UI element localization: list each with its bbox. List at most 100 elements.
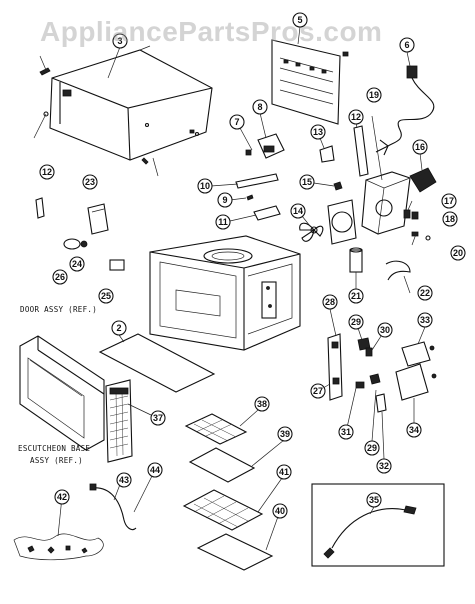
part-22 — [385, 260, 411, 281]
svg-text:13: 13 — [313, 127, 323, 137]
svg-text:17: 17 — [444, 196, 454, 206]
escutcheon-label-line1: ESCUTCHEON BASE — [18, 444, 91, 453]
power-cord — [375, 65, 435, 156]
door-assy-label: DOOR ASSY (REF.) — [20, 305, 98, 314]
callout-29-lower: 29 — [364, 440, 380, 456]
svg-text:37: 37 — [153, 413, 163, 423]
svg-text:35: 35 — [369, 495, 379, 505]
callout-32: 32 — [376, 458, 392, 474]
svg-text:19: 19 — [369, 90, 379, 100]
callout-8: 8 — [252, 99, 268, 115]
callout-6: 6 — [399, 37, 415, 53]
callout-3: 3 — [112, 33, 128, 49]
left-small-parts — [35, 197, 125, 271]
svg-text:27: 27 — [313, 386, 323, 396]
callout-19: 19 — [366, 87, 382, 103]
sheet-40 — [196, 533, 274, 571]
callout-42: 42 — [54, 489, 70, 505]
svg-text:11: 11 — [218, 217, 228, 227]
svg-text:39: 39 — [280, 429, 290, 439]
svg-text:20: 20 — [453, 248, 463, 258]
callout-35: 35 — [366, 492, 382, 508]
callout-17: 17 — [441, 193, 457, 209]
callout-25: 25 — [98, 288, 114, 304]
callout-12-left: 12 — [39, 164, 55, 180]
back-plate — [271, 39, 349, 125]
callout-11: 11 — [215, 214, 231, 230]
tray-2 — [98, 333, 216, 393]
callout-12-right: 12 — [348, 109, 364, 125]
callout-44: 44 — [147, 462, 163, 478]
svg-text:33: 33 — [420, 315, 430, 325]
switches-28-30 — [355, 337, 387, 413]
svg-text:18: 18 — [445, 214, 455, 224]
interlock-parts — [235, 173, 281, 221]
callout-10: 10 — [197, 178, 213, 194]
callout-22: 22 — [417, 285, 433, 301]
svg-text:26: 26 — [55, 272, 65, 282]
fan-housing — [327, 199, 357, 245]
svg-text:2: 2 — [116, 323, 121, 333]
svg-text:40: 40 — [275, 506, 285, 516]
svg-text:3: 3 — [117, 36, 122, 46]
callout-41: 41 — [276, 464, 292, 480]
callouts: 3 5 6 7 8 9 10 11 12 12 13 14 15 16 17 1… — [39, 12, 466, 519]
fan-motor-assembly — [361, 115, 411, 235]
part-18-top — [409, 167, 437, 193]
callout-43: 43 — [116, 472, 132, 488]
svg-text:5: 5 — [297, 15, 302, 25]
svg-text:41: 41 — [279, 467, 289, 477]
callout-28: 28 — [322, 294, 338, 310]
svg-text:23: 23 — [85, 177, 95, 187]
rack-41 — [182, 489, 264, 531]
svg-text:29: 29 — [351, 317, 361, 327]
callout-30: 30 — [377, 322, 393, 338]
bracket-12-right — [353, 125, 369, 177]
svg-text:12: 12 — [351, 112, 361, 122]
bracket-34 — [395, 341, 437, 401]
svg-text:43: 43 — [119, 475, 129, 485]
outer-cabinet — [49, 45, 213, 161]
svg-text:8: 8 — [257, 102, 262, 112]
callout-39: 39 — [277, 426, 293, 442]
plate-39 — [188, 447, 256, 483]
svg-text:22: 22 — [420, 288, 430, 298]
callout-33: 33 — [417, 312, 433, 328]
callout-20: 20 — [450, 245, 466, 261]
svg-text:31: 31 — [341, 427, 351, 437]
part-13 — [319, 145, 335, 163]
svg-text:15: 15 — [302, 177, 312, 187]
svg-text:7: 7 — [234, 117, 239, 127]
callout-5: 5 — [292, 12, 308, 28]
callout-23: 23 — [82, 174, 98, 190]
motor-21 — [349, 247, 363, 284]
callout-21: 21 — [348, 288, 364, 304]
door-assembly — [19, 335, 105, 451]
svg-text:38: 38 — [257, 399, 267, 409]
svg-text:21: 21 — [351, 291, 361, 301]
callout-27: 27 — [310, 383, 326, 399]
svg-text:24: 24 — [72, 259, 82, 269]
svg-text:34: 34 — [409, 425, 419, 435]
svg-text:14: 14 — [293, 206, 303, 216]
fan-blade — [299, 222, 324, 242]
svg-text:42: 42 — [57, 492, 67, 502]
callout-13: 13 — [310, 124, 326, 140]
callout-29-upper: 29 — [348, 314, 364, 330]
callout-40: 40 — [272, 503, 288, 519]
escutcheon-label-line2: ASSY (REF.) — [30, 456, 83, 465]
callout-18: 18 — [442, 211, 458, 227]
switch-bracket — [245, 133, 285, 159]
callout-15: 15 — [299, 174, 315, 190]
wire-44 — [89, 483, 137, 531]
callout-9: 9 — [217, 192, 233, 208]
svg-text:10: 10 — [200, 181, 210, 191]
svg-text:12: 12 — [42, 167, 52, 177]
callout-2: 2 — [111, 320, 127, 336]
svg-text:44: 44 — [150, 465, 160, 475]
screws-top-left — [33, 55, 159, 177]
callout-38: 38 — [254, 396, 270, 412]
callout-16: 16 — [412, 139, 428, 155]
svg-text:9: 9 — [222, 195, 227, 205]
